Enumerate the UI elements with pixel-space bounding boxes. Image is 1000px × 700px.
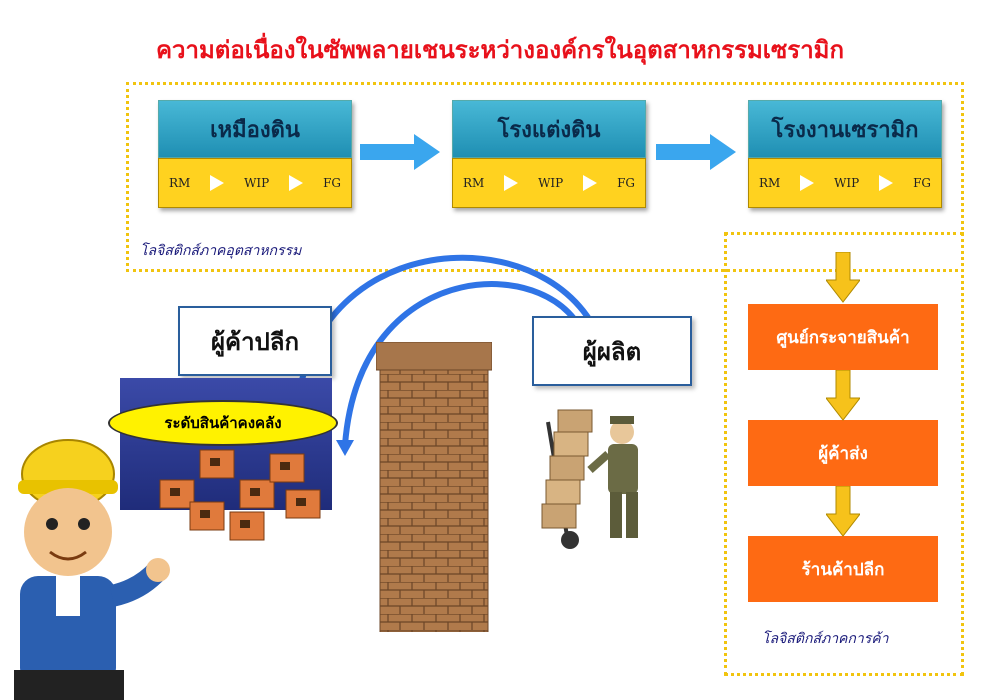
stage-flow: RM WIP FG [158,158,352,208]
arrow-down-icon [826,370,860,421]
diagram-title: ความต่อเนื่องในซัพพลายเชนระหว่างองค์กรใน… [155,36,845,64]
flow-rm: RM [462,176,485,190]
flow-rm: RM [758,176,781,190]
flow-rm: RM [168,176,191,190]
stage-title: เหมืองดิน [158,100,352,158]
industry-logistics-region [126,82,964,272]
arrow-right-icon [879,175,894,191]
flow-fg: FG [913,176,931,190]
arrow-down-icon [826,486,860,537]
stage-arrow-1 [360,134,440,170]
stage-clay-processing: โรงแต่งดิน RM WIP FG [452,100,646,208]
flow-wip: WIP [244,176,270,190]
retail-store-box: ร้านค้าปลีก [748,536,938,602]
wholesaler-box: ผู้ค้าส่ง [748,420,938,486]
box-icon [285,489,321,519]
flow-fg: FG [617,176,635,190]
stage-ceramic-factory: โรงงานเซรามิก RM WIP FG [748,100,942,208]
down-arrow-2 [826,370,860,421]
box-icon [239,479,275,509]
arrow-right-icon [289,175,304,191]
stage-title: โรงแต่งดิน [452,100,646,158]
arrow-down-icon [826,252,860,303]
flow-wip: WIP [834,176,860,190]
box-icon [199,449,235,479]
stage-title: โรงงานเซรามิก [748,100,942,158]
arrow-right-icon [504,175,519,191]
down-arrow-1 [826,252,860,303]
arrow-right-icon [800,175,815,191]
flow-fg: FG [323,176,341,190]
industry-logistics-label: โลจิสติกส์ภาคอุตสาหกรรม [140,243,302,259]
box-icon [159,479,195,509]
arrow-right-icon [656,134,736,170]
delivery-worker-illustration [541,409,638,549]
down-arrow-3 [826,486,860,537]
worker-icon [587,416,638,538]
stage-clay-mine: เหมืองดิน RM WIP FG [158,100,352,208]
arrow-right-icon [583,175,598,191]
trade-logistics-region [724,232,964,676]
stage-flow: RM WIP FG [452,158,646,208]
producer-box: ผู้ผลิต [532,316,692,386]
engineer-mascot-illustration [14,439,170,700]
arrow-right-icon [360,134,440,170]
curve-producer-to-inventory [342,281,588,446]
box-icon [269,453,305,483]
hand-truck-icon [541,409,593,549]
stage-flow: RM WIP FG [748,158,942,208]
distribution-center-box: ศูนย์กระจายสินค้า [748,304,938,370]
hard-hat-icon [18,439,118,509]
retailer-box: ผู้ค้าปลีก [178,306,332,376]
arrow-right-icon [210,175,225,191]
flow-wip: WIP [538,176,564,190]
boxes-illustration [159,449,321,541]
trade-logistics-label: โลจิสติกส์ภาคการค้า [762,631,889,647]
inventory-level-label: ระดับสินค้าคงคลัง [108,400,338,446]
arrowhead-icon [336,440,354,456]
stage-arrow-2 [656,134,736,170]
brick-wall [376,342,492,632]
box-icon [189,501,225,531]
box-icon [229,511,265,541]
